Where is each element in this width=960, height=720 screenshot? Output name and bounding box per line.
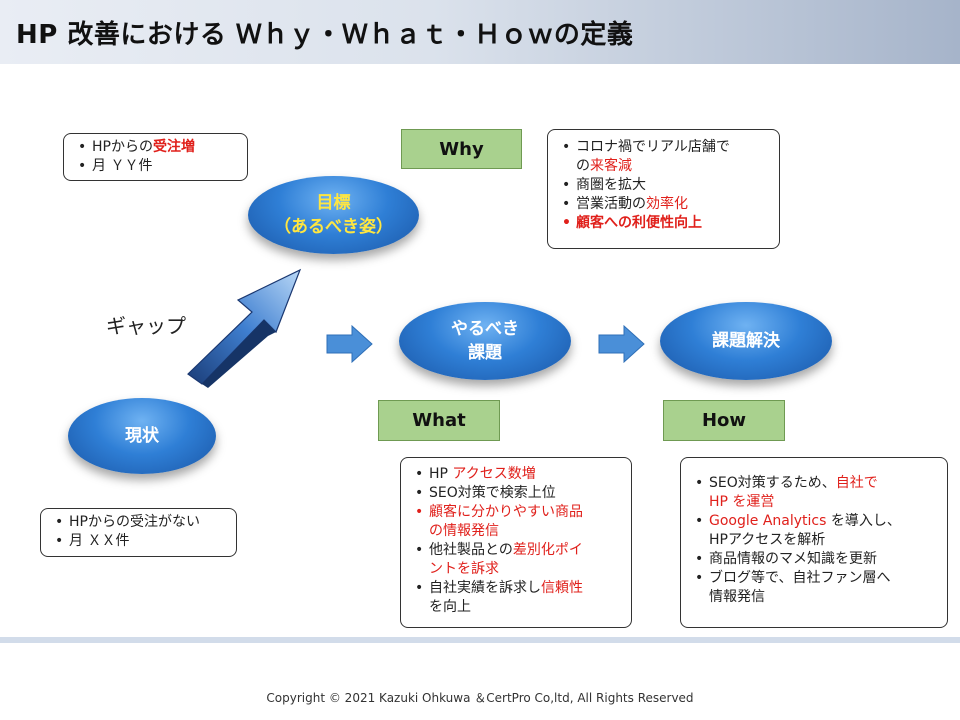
footer-divider [0,637,960,643]
page-title: HP 改善における Ｗｈｙ・Ｗｈａｔ・Ｈｏｗの定義 [16,20,634,50]
goal-note-item: 月 ＹＹ件 [70,157,241,176]
current-note-item: HPからの受注がない [47,513,230,532]
task-label-line2: 課題 [468,343,502,363]
solution-label: 課題解決 [712,331,780,351]
current-note: HPからの受注がない 月 ＸＸ件 [40,508,237,557]
header-bar: HP 改善における Ｗｈｙ・Ｗｈａｔ・Ｈｏｗの定義 [0,0,960,64]
why-tag: Why [401,129,522,169]
goal-label-line1: 目標 [316,193,351,213]
why-note-item: 商圏を拡大 [554,176,773,195]
how-note-item: 商品情報のマメ知識を更新 [687,550,941,569]
what-note-item: SEO対策で検索上位 [407,484,625,503]
flow-arrow-2 [598,325,645,363]
gap-label: ギャップ [106,314,186,338]
task-ellipse: やるべき 課題 [399,302,571,380]
what-tag: What [378,400,500,441]
task-label-line1: やるべき [451,319,519,339]
current-note-item: 月 ＸＸ件 [47,532,230,551]
copyright: Copyright © 2021 Kazuki Ohkuwa ＆CertPro … [266,691,694,705]
goal-note: HPからの受注増 月 ＹＹ件 [63,133,248,181]
why-note-item: 顧客への利便性向上 [554,214,773,233]
goal-note-item: HPからの受注増 [70,138,241,157]
solution-ellipse: 課題解決 [660,302,832,380]
what-note-item: HP アクセス数増 [407,465,625,484]
current-ellipse: 現状 [68,398,216,474]
gap-arrow [187,268,302,388]
how-tag: How [663,400,785,441]
how-note-item: Google Analytics を導入し、HPアクセスを解析 [687,512,941,550]
goal-ellipse: 目標 （あるべき姿） [248,176,419,254]
flow-arrow-1 [326,325,373,363]
goal-label-line2: （あるべき姿） [274,217,393,237]
current-label: 現状 [125,426,159,446]
why-note-item: 営業活動の効率化 [554,195,773,214]
